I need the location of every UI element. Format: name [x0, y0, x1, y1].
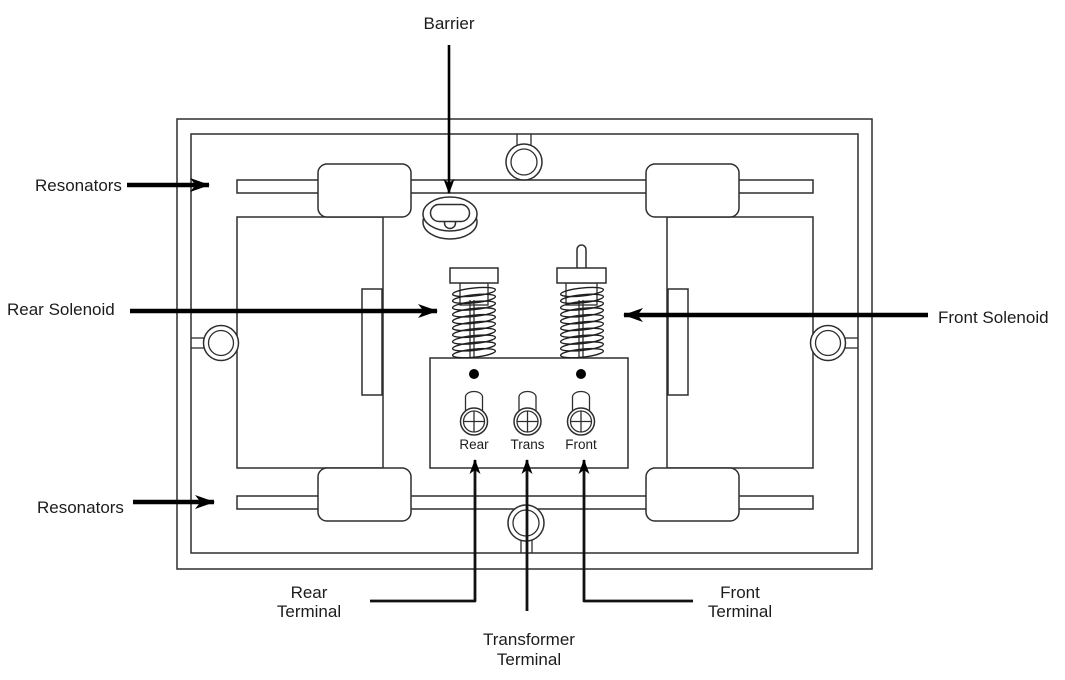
- plunger-pin: [576, 244, 587, 272]
- right-mounting-hole: [809, 324, 858, 362]
- front-terminal-label: Front Terminal: [708, 583, 772, 621]
- rear-terminal-screw: [459, 390, 489, 436]
- left-striker-bar: [361, 288, 383, 396]
- svg-text:Rear: Rear: [291, 583, 328, 602]
- left-mounting-hole: [191, 324, 240, 362]
- trans-screw-label: Trans: [510, 437, 544, 452]
- top-right-resonator-block: [645, 163, 740, 218]
- front-screw-label: Front: [565, 437, 597, 452]
- rear-solenoid-mount-dot: [469, 369, 479, 379]
- trans-terminal-screw: [513, 390, 542, 436]
- barrier-label: Barrier: [423, 14, 474, 33]
- svg-text:Transformer: Transformer: [483, 630, 575, 649]
- barrier-part: [422, 196, 478, 240]
- resonators-top-label: Resonators: [35, 176, 122, 195]
- left-chime-plate: [236, 216, 384, 469]
- front-solenoid-mount-dot: [576, 369, 586, 379]
- bottom-left-resonator-block: [317, 467, 412, 522]
- front-solenoid-part: [556, 244, 607, 361]
- rear-terminal-label: Rear Terminal: [277, 583, 341, 621]
- resonators-bottom-label: Resonators: [37, 498, 124, 517]
- right-chime-plate: [666, 216, 814, 469]
- svg-text:Terminal: Terminal: [708, 602, 772, 621]
- transformer-terminal-label: Transformer Terminal: [483, 630, 575, 669]
- rear-solenoid-part: [449, 267, 499, 361]
- bottom-right-resonator-block: [645, 467, 740, 522]
- rear-solenoid-label: Rear Solenoid: [7, 300, 115, 319]
- svg-text:Front: Front: [720, 583, 760, 602]
- svg-text:Terminal: Terminal: [497, 650, 561, 669]
- rear-screw-label: Rear: [459, 437, 489, 452]
- front-terminal-arrow: [578, 459, 693, 603]
- front-terminal-screw: [566, 390, 596, 436]
- top-left-resonator-block: [317, 163, 412, 218]
- outer-case: [176, 118, 873, 570]
- front-solenoid-label: Front Solenoid: [938, 308, 1049, 327]
- rear-terminal-arrow: [370, 459, 481, 603]
- right-striker-bar: [667, 288, 689, 396]
- top-mounting-hole: [505, 134, 543, 181]
- inner-case: [190, 133, 859, 554]
- svg-text:Terminal: Terminal: [277, 602, 341, 621]
